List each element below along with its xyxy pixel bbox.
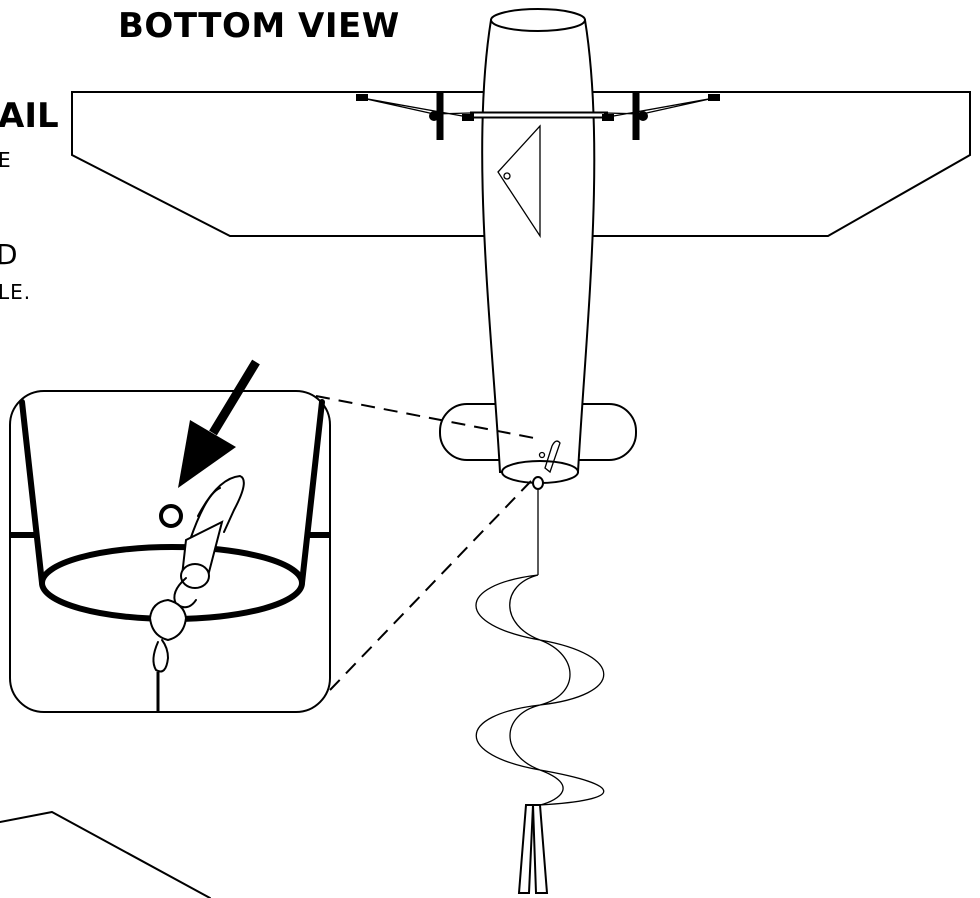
- inset-fuselage-wall-right: [299, 399, 325, 586]
- wheel-hub-left: [429, 111, 439, 121]
- clipped-text-fragment-3: LE.: [0, 280, 32, 304]
- fuselage-triangle-marking: [497, 124, 541, 239]
- callout-leader-bottom: [329, 479, 533, 691]
- page-title: BOTTOM VIEW: [118, 6, 400, 46]
- hook-bead-small: [532, 476, 544, 490]
- gear-mount-tab-left: [462, 114, 474, 121]
- rubber-hook-small: [544, 440, 561, 474]
- rubber-motor-end-right: [531, 804, 549, 894]
- fuselage-nose-ring: [490, 8, 586, 32]
- wing-mount-tab-left: [356, 94, 368, 101]
- gear-mount-tab-right: [602, 114, 614, 121]
- clipped-text-fragment-2: D: [0, 238, 18, 271]
- rubber-motor-end-left: [517, 804, 535, 894]
- inset-bead: [148, 598, 188, 642]
- inset-hook-wire-2: [189, 487, 221, 541]
- inset-hole: [159, 504, 183, 528]
- inset-rubber-loop: [152, 639, 169, 673]
- fuselage-marking-hole: [503, 172, 511, 180]
- callout-leader-top: [315, 395, 535, 439]
- clipped-text-fragment-1: E: [0, 148, 11, 172]
- wing-mount-tab-right: [708, 94, 720, 101]
- inset-hook-tube-end: [180, 563, 210, 589]
- inset-fuselage-wall-left: [19, 399, 45, 586]
- clipped-heading-fragment: AIL: [0, 96, 59, 136]
- detail-inset: [9, 359, 331, 713]
- tail-hole-small: [538, 451, 546, 459]
- wheel-hub-right: [638, 111, 648, 121]
- fuselage: [481, 19, 596, 473]
- inset-pointer-arrow-shaft: [209, 359, 260, 436]
- rubber-motor-coils: [475, 574, 605, 806]
- edge-line: [0, 811, 211, 898]
- inset-pointer-arrow-head: [178, 420, 236, 488]
